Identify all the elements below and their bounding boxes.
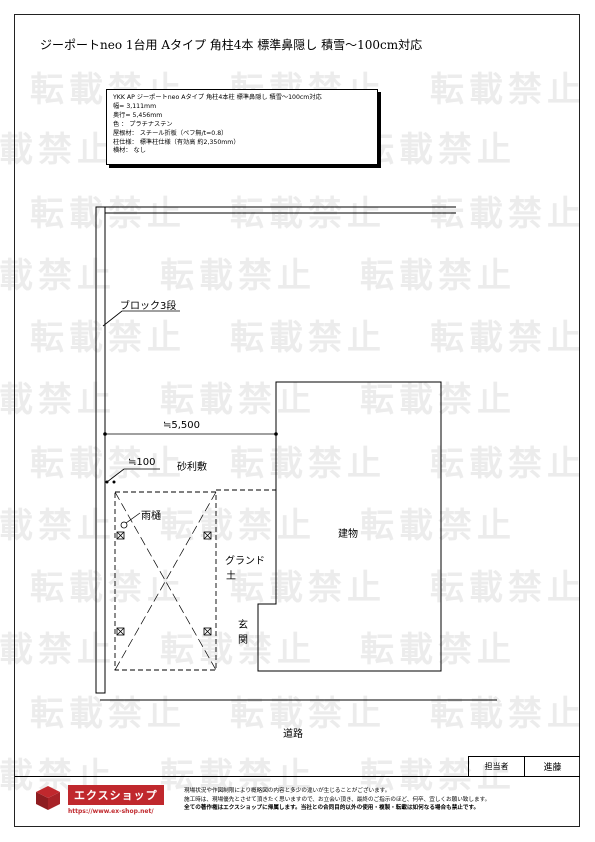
spec-line: 色 ： プラチナステン bbox=[113, 120, 173, 128]
building-outline bbox=[257, 381, 442, 672]
staff-name: 進藤 bbox=[524, 757, 580, 776]
width-dimension-label: ≒5,500 bbox=[163, 420, 201, 431]
brand-url: https://www.ex-shop.net/ bbox=[68, 808, 154, 815]
block-leader bbox=[102, 310, 123, 327]
dimension-dot bbox=[103, 432, 107, 436]
downspout-icon bbox=[120, 521, 128, 529]
block-wall-label: ブロック3段 bbox=[120, 301, 177, 312]
notice-line: 全ての著作権はエクスショップに帰属します。当社との合同目的以外の使用・複製・転載… bbox=[184, 805, 480, 812]
brand-logo bbox=[34, 783, 62, 811]
page-title: ジーポートneo 1台用 Aタイプ 角柱4本 標準鼻隠し 積雪～100cm対応 bbox=[40, 38, 423, 52]
spec-line: 横材： なし bbox=[113, 147, 146, 155]
offset-dimension-label: ≒100 bbox=[128, 457, 156, 468]
staff-box: 担当者 進藤 bbox=[468, 756, 580, 777]
downspout-leader bbox=[125, 512, 141, 524]
footer-divider bbox=[15, 776, 579, 777]
ground-label: グランド bbox=[225, 556, 265, 567]
carport-diagonal bbox=[114, 491, 217, 671]
carport-posts bbox=[116, 531, 212, 636]
notice-line: 施工時は、現場優先とさせて頂きたく思いますので、お立会い頂き、最終のご指示のほど… bbox=[184, 796, 491, 803]
carport-diagonal bbox=[114, 491, 217, 671]
notice-line: 現場状況や作図制限により概略図の内容と多少の違いが生じることがございます。 bbox=[184, 788, 391, 794]
brand-block: エクスショップ https://www.ex-shop.net/ bbox=[68, 785, 164, 815]
spec-line: 幅= 3,111mm bbox=[113, 102, 157, 110]
gravel-label: 砂利敷 bbox=[177, 462, 207, 473]
road-label: 道路 bbox=[283, 729, 303, 740]
dimension-offset-leader bbox=[106, 468, 125, 483]
spec-line: 柱仕様： 標準柱仕様（有効高 約2,350mm） bbox=[113, 138, 240, 146]
spec-line: 屋根材： スチール折板（ペフ無/t=0.8） bbox=[113, 129, 228, 137]
dimension-dot bbox=[112, 480, 116, 484]
brand-name: エクスショップ bbox=[68, 785, 164, 805]
ground-label-2: 土 bbox=[226, 571, 236, 582]
spec-box: YKK AP ジーポートneo Aタイプ 角柱4本柱 標準鼻隠し 積雪～100c… bbox=[106, 89, 378, 165]
spec-line: YKK AP ジーポートneo Aタイプ 角柱4本柱 標準鼻隠し 積雪～100c… bbox=[113, 94, 322, 101]
spec-line: 奥行= 5,456mm bbox=[113, 111, 163, 119]
page-frame bbox=[14, 14, 580, 827]
carport-roof bbox=[114, 491, 217, 671]
downspout-label: 雨樋 bbox=[141, 511, 161, 522]
staff-label: 担当者 bbox=[484, 762, 509, 771]
box-logo-icon bbox=[36, 786, 60, 810]
building-label: 建物 bbox=[338, 529, 358, 540]
dimension-dot bbox=[105, 480, 109, 484]
entrance-label-2: 関 bbox=[238, 635, 248, 646]
block-wall bbox=[95, 206, 456, 694]
entrance-label: 玄 bbox=[238, 620, 248, 631]
footer-notice: 現場状況や作図制限により概略図の内容と多少の違いが生じることがございます。 施工… bbox=[184, 787, 490, 813]
